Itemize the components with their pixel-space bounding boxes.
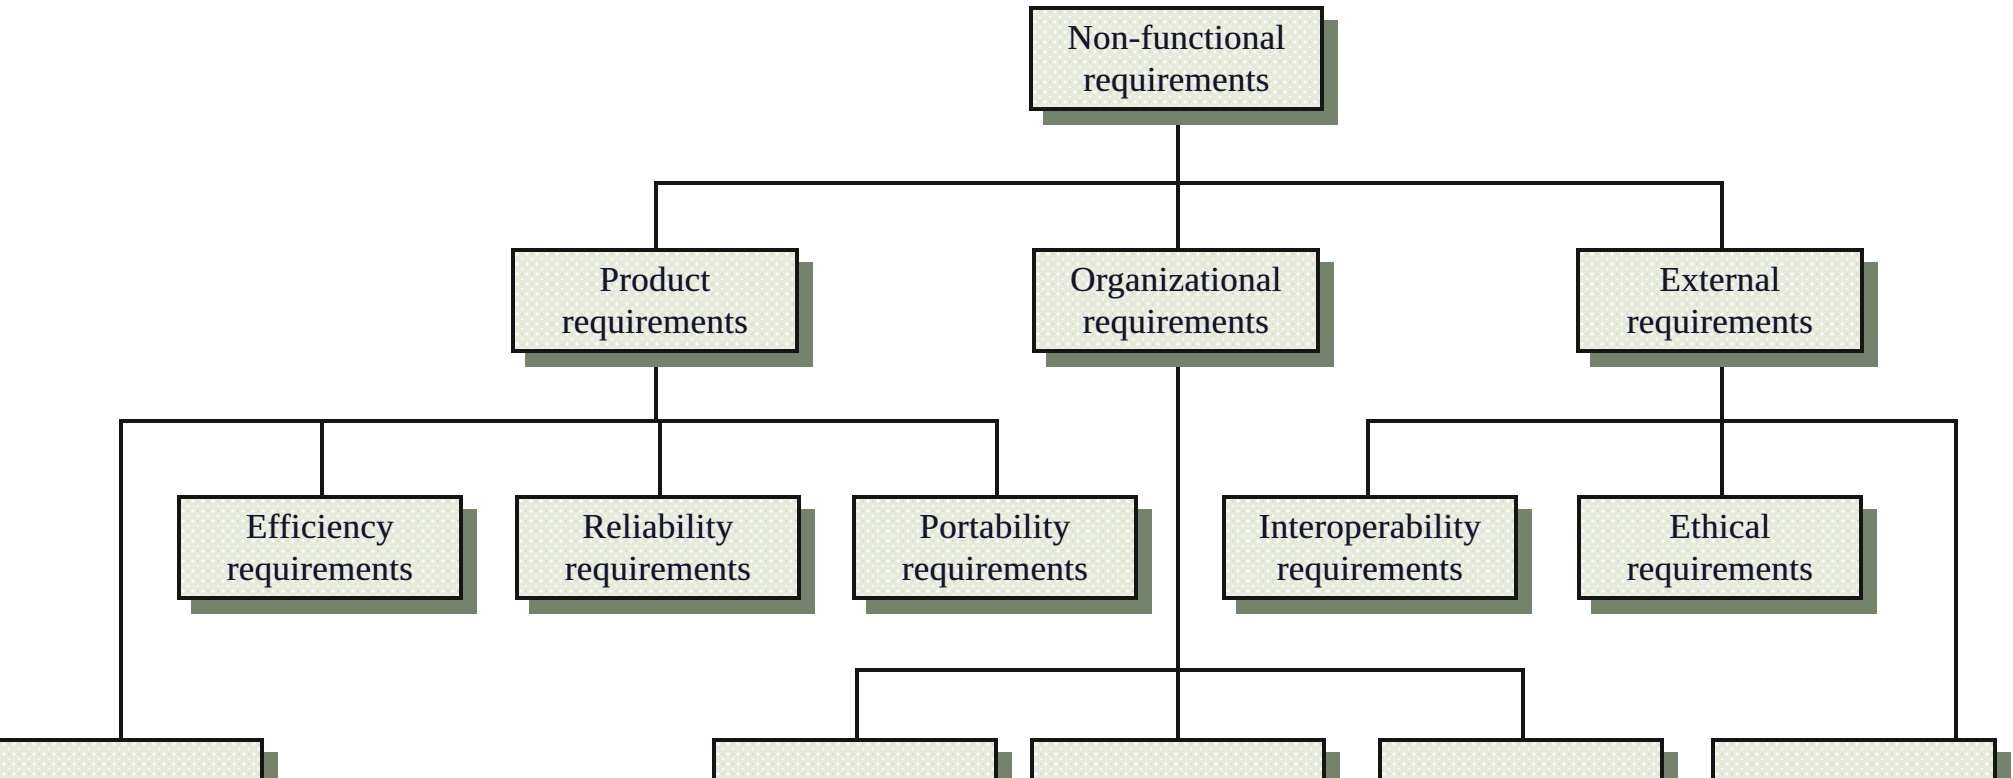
node-box: Legislative — [1711, 738, 1997, 778]
connector-drop-standards — [1521, 668, 1525, 740]
connector-drop-delivery — [855, 668, 859, 740]
node-label: Product requirements — [561, 260, 749, 341]
node-ethical-requirements[interactable]: Ethical requirements — [1577, 495, 1877, 614]
node-label: Efficiency requirements — [226, 507, 414, 588]
node-label: Portability requirements — [901, 507, 1089, 588]
node-box: Delivery — [712, 738, 998, 778]
node-product-requirements[interactable]: Product requirements — [511, 248, 813, 367]
node-reliability-requirements[interactable]: Reliability requirements — [515, 495, 815, 614]
node-box: Usability — [0, 738, 264, 778]
node-efficiency-requirements[interactable]: Efficiency requirements — [177, 495, 477, 614]
node-label: Organizational requirements — [1070, 260, 1282, 341]
node-box: Ethical requirements — [1577, 495, 1863, 600]
node-portability-requirements[interactable]: Portability requirements — [852, 495, 1152, 614]
node-box: Organizational requirements — [1032, 248, 1320, 353]
node-label: Interoperability requirements — [1258, 507, 1482, 588]
node-box: Product requirements — [511, 248, 799, 353]
node-interoperability-requirements[interactable]: Interoperability requirements — [1222, 495, 1532, 614]
connector-drop-external — [1720, 181, 1724, 248]
node-implementation[interactable]: Implementation — [1030, 738, 1340, 778]
node-label: Delivery — [787, 768, 924, 778]
connector-drop-usability-rail — [119, 419, 123, 739]
node-label: Reliability requirements — [564, 507, 752, 588]
connector-root-stem — [1176, 110, 1180, 183]
node-standards[interactable]: Standards — [1378, 738, 1678, 778]
node-label: Implementation — [1059, 768, 1297, 778]
connector-drop-legislative-rail — [1954, 419, 1958, 739]
connector-product-bus — [119, 419, 999, 423]
node-box: Portability requirements — [852, 495, 1138, 600]
connector-drop-interoperability — [1366, 419, 1370, 497]
node-label: Usability — [49, 768, 192, 778]
connector-level1-bus — [654, 181, 1724, 185]
node-label: Legislative — [1769, 768, 1940, 778]
node-external-requirements[interactable]: External requirements — [1576, 248, 1878, 367]
node-legislative[interactable]: Legislative — [1711, 738, 2011, 778]
connector-drop-reliability — [658, 419, 662, 497]
node-label: External requirements — [1626, 260, 1814, 341]
node-box: External requirements — [1576, 248, 1864, 353]
node-box: Efficiency requirements — [177, 495, 463, 600]
connector-product-stem — [654, 360, 658, 420]
node-box: Reliability requirements — [515, 495, 801, 600]
node-label: Standards — [1445, 768, 1598, 778]
node-label: Ethical requirements — [1626, 507, 1814, 588]
node-box: Interoperability requirements — [1222, 495, 1518, 600]
node-usability[interactable]: Usability — [0, 738, 278, 778]
node-box: Non-functional requirements — [1029, 6, 1324, 111]
node-delivery[interactable]: Delivery — [712, 738, 1012, 778]
node-box: Implementation — [1030, 738, 1326, 778]
connector-drop-ethical — [1720, 419, 1724, 497]
connector-drop-portability — [995, 419, 999, 497]
connector-organizational-bus — [855, 668, 1525, 672]
connector-organizational-stem — [1176, 360, 1180, 670]
node-box: Standards — [1378, 738, 1664, 778]
connector-drop-efficiency — [320, 419, 324, 497]
connector-drop-organizational — [1176, 181, 1180, 248]
connector-external-stem — [1720, 360, 1724, 420]
node-organizational-requirements[interactable]: Organizational requirements — [1032, 248, 1334, 367]
node-label: Non-functional requirements — [1067, 18, 1286, 99]
node-non-functional-requirements[interactable]: Non-functional requirements — [1029, 6, 1338, 125]
connector-drop-implementation — [1176, 668, 1180, 740]
connector-external-bus — [1366, 419, 1958, 423]
connector-drop-product — [654, 181, 658, 248]
